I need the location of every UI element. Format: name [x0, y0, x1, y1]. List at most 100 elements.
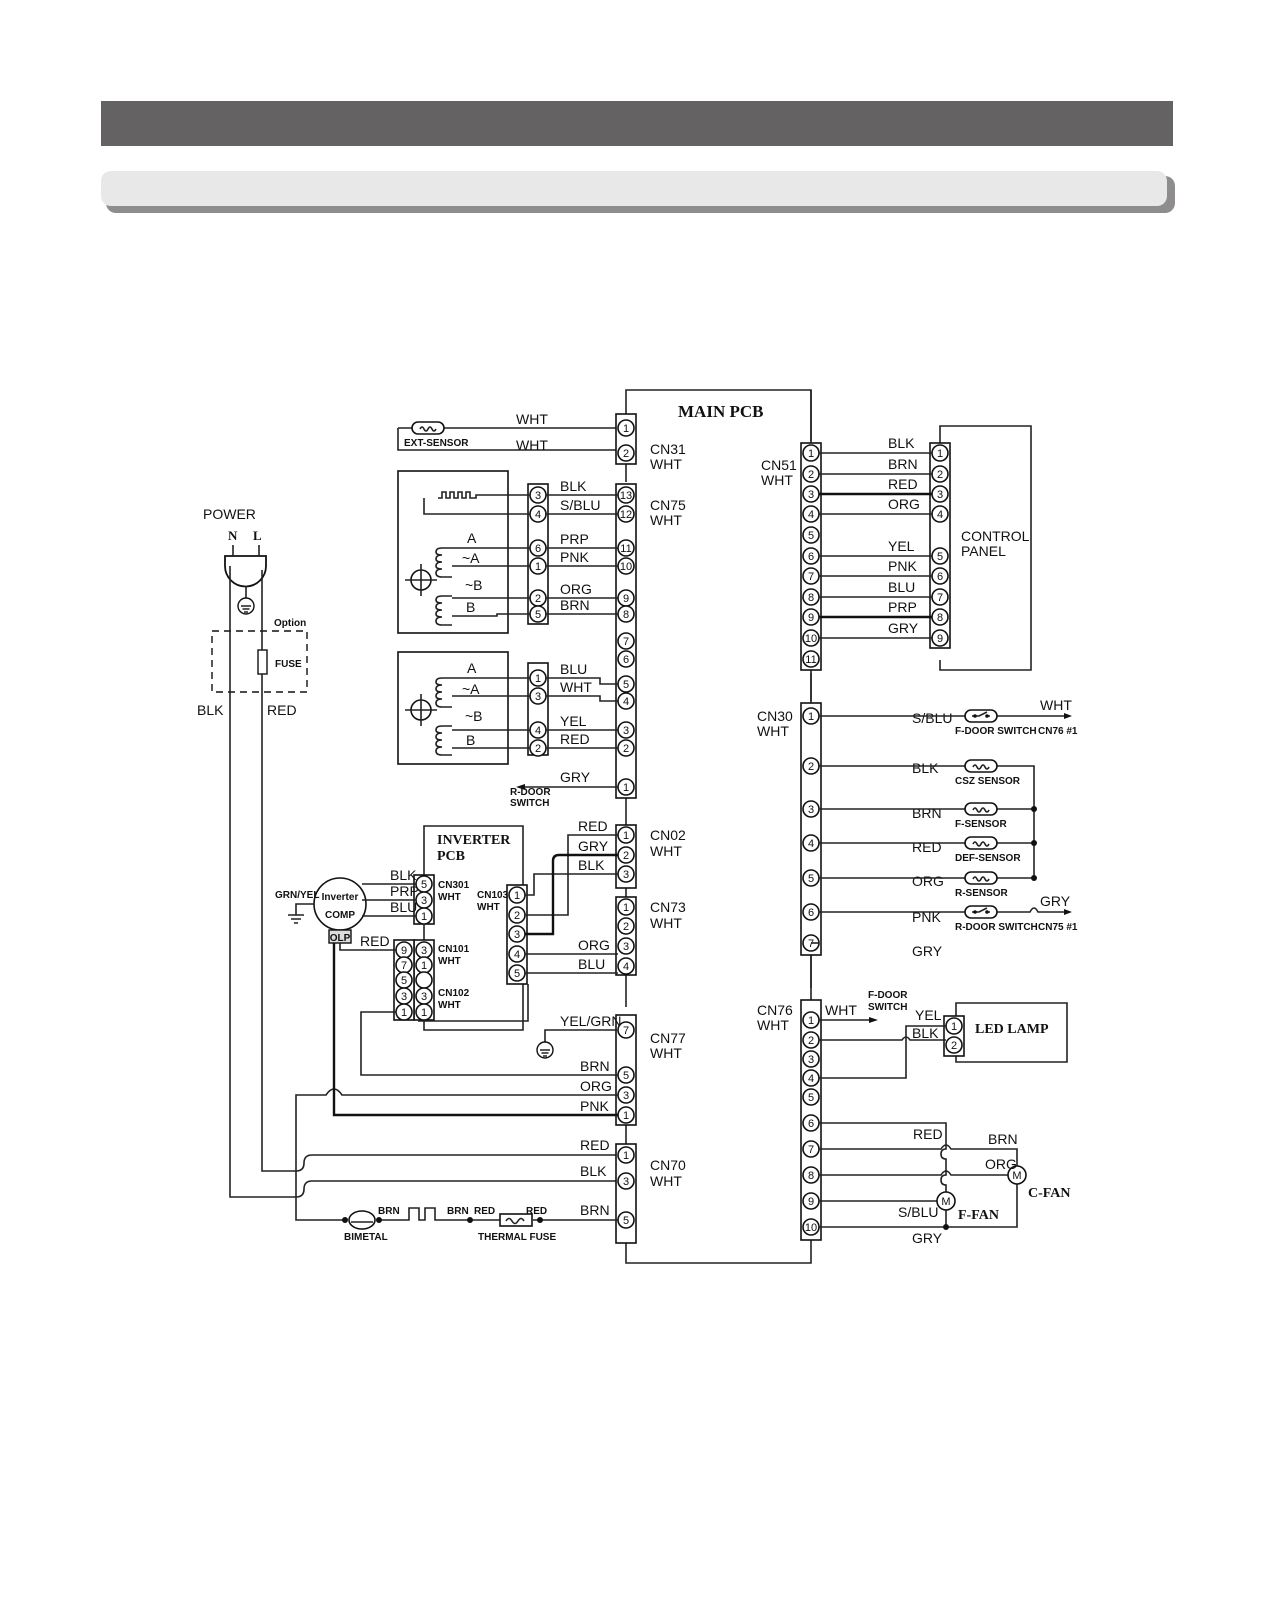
- component-4-zigzag: [972, 876, 990, 882]
- thermal-fuse-label: THERMAL FUSE: [478, 1232, 556, 1243]
- cn76-connector-pin-number: 8: [808, 1170, 814, 1182]
- motor2-wire: [546, 695, 618, 702]
- cn51-wire-label: BRN: [888, 456, 918, 472]
- cn75-gry-label: GRY: [560, 769, 591, 785]
- cn75-name: CN75: [650, 497, 686, 513]
- cn301-wire-label: BLK: [390, 867, 417, 883]
- cn51-connector-pin-number: 2: [808, 469, 814, 481]
- cn31-name: CN31: [650, 441, 686, 457]
- motor1-pin-number: 1: [535, 561, 541, 573]
- cn301-connector-pin-number: 3: [421, 895, 427, 907]
- cn51-name: CN51: [761, 457, 797, 473]
- cn75-connector-pin-number: 11: [620, 543, 631, 555]
- cn30-wire-label: PNK: [912, 909, 941, 925]
- cn73-connector-pin: [617, 898, 635, 916]
- fan-gry-wire: [819, 1184, 1018, 1228]
- cn101-name: CN101: [438, 944, 470, 955]
- cn75-connector-pin-number: 1: [623, 782, 629, 794]
- cn30-wire-label: BLK: [912, 760, 939, 776]
- ext-sensor-wire: [397, 428, 617, 451]
- bimetal-icon: [348, 1210, 376, 1230]
- led-wire-blk-label: BLK: [912, 1025, 939, 1041]
- compressor-harness-connector-pin-number: 3: [401, 991, 407, 1003]
- cn73-wire-label: BLU: [578, 956, 605, 972]
- coil-a2: [435, 677, 452, 708]
- fan-sblu-label: S/BLU: [898, 1204, 938, 1220]
- control-panel-label: CONTROL: [961, 528, 1030, 544]
- damper-motor-2-box: [397, 651, 509, 765]
- cn76-name: CN76: [757, 1002, 793, 1018]
- defrost-red-label: RED: [474, 1206, 495, 1217]
- motor2-pin-number: 4: [535, 725, 541, 737]
- cn30-out-top-wire-label: WHT: [1040, 697, 1072, 713]
- cn51-connector-pin-number: 6: [808, 551, 814, 563]
- cn51-wire-label: BLK: [888, 435, 915, 451]
- motor1-wire-label: PNK: [560, 549, 589, 565]
- c-fan-motor: [1007, 1165, 1027, 1185]
- inverter-pcb-title: PCB: [437, 849, 465, 864]
- cn301-color: WHT: [438, 892, 461, 903]
- cn51-color: WHT: [761, 472, 793, 488]
- cn30-name: CN30: [757, 708, 793, 724]
- cn73-name: CN73: [650, 899, 686, 915]
- motor1-coil-b-leads: [452, 597, 530, 617]
- cn30-wire-label: S/BLU: [912, 710, 952, 726]
- cn77-color: WHT: [650, 1045, 682, 1061]
- cn02-wire-label: GRY: [578, 838, 609, 854]
- power-line-wire: [261, 570, 617, 1172]
- power-n-label: N: [228, 528, 238, 543]
- cn101-cn102-connector-pin-number: 1: [421, 1007, 427, 1019]
- cn75-connector-pin-number: 4: [623, 696, 629, 708]
- olp-red-wire: [339, 943, 396, 951]
- cn77-wire-label: ORG: [580, 1078, 612, 1094]
- motor2-wire: [546, 677, 618, 685]
- cn77-connector-pin: [617, 1021, 635, 1039]
- component-2-zigzag: [972, 807, 990, 813]
- control-panel-pin-number: 1: [937, 448, 943, 460]
- cn101-cn102-connector-pin: [415, 1003, 433, 1021]
- cn73-connector-pin-number: 4: [623, 961, 629, 973]
- defrost-brn-label: BRN: [447, 1206, 469, 1217]
- cn30-connector-pin-number: 2: [808, 761, 814, 773]
- cn51-wire-label: YEL: [888, 538, 915, 554]
- c-fan-motor-label: M: [1012, 1170, 1021, 1182]
- cn76-connector-pin-number: 9: [808, 1196, 814, 1208]
- cn76-connector-pin-number: 2: [808, 1035, 814, 1047]
- cn51-connector-pin-number: 9: [808, 612, 814, 624]
- junction-dot: [467, 1217, 473, 1223]
- cn73-connector-pin-number: 2: [623, 921, 629, 933]
- cn51-wire-label: PNK: [888, 558, 917, 574]
- cn02-wire-label: BLK: [578, 857, 605, 873]
- cn70-connector-pin: [617, 1146, 635, 1164]
- control-panel-pin-number: 3: [937, 489, 943, 501]
- component-1-zigzag: [972, 764, 990, 770]
- cn30-color: WHT: [757, 723, 789, 739]
- cn51-connector-pin-number: 11: [805, 654, 816, 666]
- cn77-ground-wire: [544, 1029, 617, 1042]
- cn77-wire-label: PNK: [580, 1098, 609, 1114]
- cn51-connector-pin-number: 8: [808, 592, 814, 604]
- cn51-connector-pin-number: 4: [808, 509, 814, 521]
- cn75-connector-pin-number: 7: [623, 636, 629, 648]
- coil-label: ~A: [462, 550, 480, 566]
- compressor-label: COMP: [325, 910, 355, 921]
- cn75-connector-pin-number: 9: [623, 593, 629, 605]
- plug-prongs: [232, 545, 260, 556]
- compressor-harness-connector-pin-number: 1: [401, 1007, 407, 1019]
- led-pin: [945, 1036, 963, 1054]
- component-5: [964, 905, 998, 919]
- r-door-switch-label: SWITCH: [510, 798, 549, 809]
- motor1-wire-label: PRP: [560, 531, 589, 547]
- motor2-pin-number: 1: [535, 673, 541, 685]
- cn103-connector-pin-number: 3: [514, 929, 520, 941]
- control-panel-box: [939, 425, 1032, 671]
- power-red-label: RED: [267, 702, 297, 718]
- f-fan-label: F-FAN: [958, 1208, 999, 1223]
- cn103-connector-pin-number: 5: [514, 968, 520, 980]
- component-label: F-DOOR SWITCH: [955, 726, 1037, 737]
- cn75-connector-pin-number: 6: [623, 654, 629, 666]
- power-plug: [224, 555, 267, 588]
- led-wire-yel-label: YEL: [915, 1007, 942, 1023]
- cn77-wire-label: YEL/GRN: [560, 1013, 621, 1029]
- cn76-color: WHT: [757, 1017, 789, 1033]
